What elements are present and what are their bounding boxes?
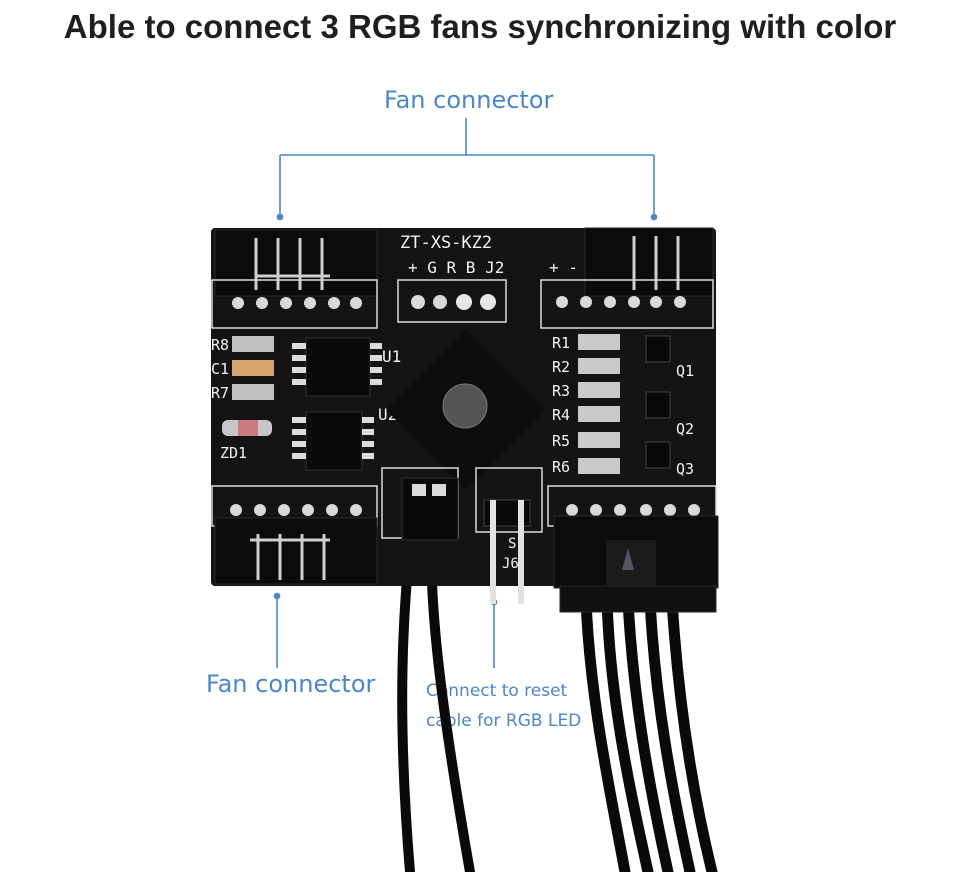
label-r4: R4	[552, 406, 570, 424]
board-model-label: ZT-XS-KZ2	[400, 233, 492, 253]
label-q1: Q1	[676, 362, 694, 380]
ic-u1	[292, 337, 382, 397]
label-j6: J6	[502, 556, 519, 572]
label-q2: Q2	[676, 420, 694, 438]
fan-connector-bottom-left	[211, 485, 378, 585]
label-r8: R8	[211, 336, 229, 354]
callout-reset-cable: Connect to reset cable for RGB LED	[426, 676, 581, 736]
label-r3: R3	[552, 382, 570, 400]
board-pin-label: + G R B J2	[408, 258, 504, 277]
callout-reset-line-2: cable for RGB LED	[426, 711, 582, 731]
label-r7: R7	[211, 384, 229, 402]
callout-reset-line-1: Connect to reset	[426, 681, 568, 701]
label-r5: R5	[552, 432, 570, 450]
rgb-header-j2	[397, 279, 507, 323]
transistors	[645, 335, 671, 469]
leader-lines	[273, 118, 658, 668]
label-q3: Q3	[676, 460, 694, 478]
callout-fan-connector-bottom: Fan connector	[206, 670, 376, 698]
fan-connector-bottom-right	[547, 485, 719, 613]
reset-jumper-j6	[475, 467, 543, 604]
headline: Able to connect 3 RGB fans synchronizing…	[63, 8, 897, 45]
label-s: S	[508, 536, 516, 552]
label-c1: C1	[211, 360, 229, 378]
ic-u2	[292, 411, 374, 471]
sensor-pad	[442, 383, 488, 429]
right-smd-parts	[578, 334, 620, 474]
header-2pin-cable	[381, 467, 459, 541]
board-plus-minus-label: + -	[549, 258, 578, 277]
label-r2: R2	[552, 358, 570, 376]
fan-connector-top-right	[540, 227, 714, 329]
callout-fan-connector-top: Fan connector	[384, 86, 554, 114]
label-r1: R1	[552, 334, 570, 352]
label-zd1: ZD1	[220, 444, 247, 462]
fan-connector-top-left	[211, 229, 378, 329]
label-u1: U1	[382, 347, 401, 366]
left-smd-parts	[222, 336, 274, 436]
label-r6: R6	[552, 458, 570, 476]
